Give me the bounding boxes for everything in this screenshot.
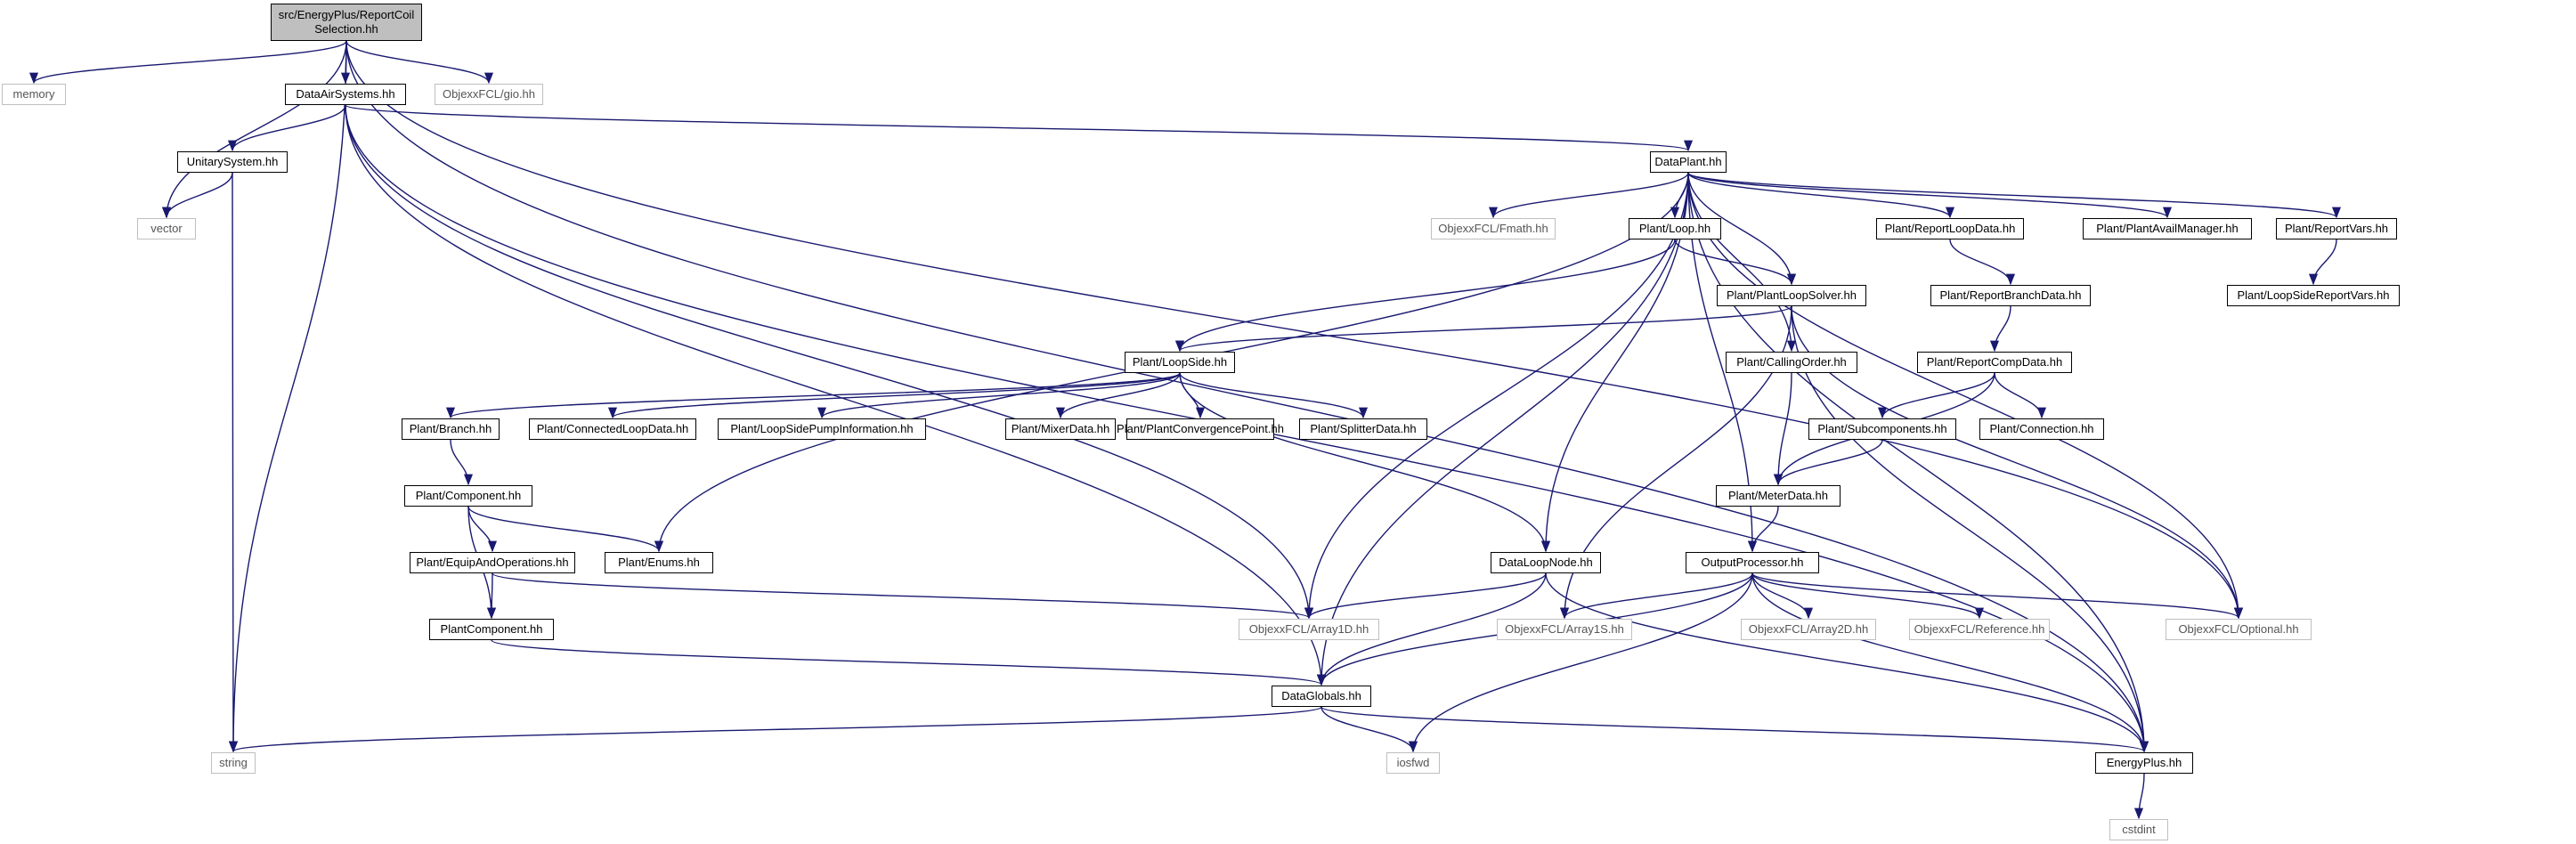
edge-dataplant-to-reportloopdata: [1687, 172, 1954, 219]
edge-subcomponents-to-meterdata: [1774, 439, 1883, 486]
node-dataglobals[interactable]: DataGlobals.hh: [1272, 686, 1371, 707]
edge-loopside-to-loopsidepumpinformation: [817, 372, 1181, 419]
node-root[interactable]: src/EnergyPlus/ReportCoil Selection.hh: [271, 4, 422, 41]
edge-reportbranchdata-to-reportcompdata: [1989, 305, 2011, 353]
node-array1d[interactable]: ObjexxFCL/Array1D.hh: [1239, 619, 1379, 640]
node-component[interactable]: Plant/Component.hh: [404, 485, 532, 507]
edge-dataloopnode-to-dataglobals: [1317, 572, 1547, 686]
edge-meterdata-to-outputprocessor: [1747, 506, 1779, 553]
edge-plantloop-to-loopside: [1175, 239, 1676, 353]
node-connection[interactable]: Plant/Connection.hh: [1979, 418, 2104, 440]
edge-loopside-to-branch: [446, 372, 1181, 419]
node-equipandoperations[interactable]: Plant/EquipAndOperations.hh: [410, 552, 575, 573]
edge-plantloopsolver-to-loopside: [1175, 305, 1792, 353]
node-reportloopdata[interactable]: Plant/ReportLoopData.hh: [1876, 218, 2024, 239]
node-outputprocessor[interactable]: OutputProcessor.hh: [1686, 552, 1819, 573]
node-fmath[interactable]: ObjexxFCL/Fmath.hh: [1431, 218, 1556, 239]
node-reportbranchdata[interactable]: Plant/ReportBranchData.hh: [1930, 285, 2091, 306]
node-plantavailmanager[interactable]: Plant/PlantAvailManager.hh: [2083, 218, 2252, 239]
edge-dataairsystems-to-array1d: [345, 104, 1313, 620]
node-reportcompdata[interactable]: Plant/ReportCompData.hh: [1917, 352, 2072, 373]
node-plantconvergencepoint[interactable]: Plant/PlantConvergencePoint.hh: [1117, 418, 1284, 440]
edge-callingorder-to-meterdata: [1773, 372, 1792, 486]
node-plantloopsolver[interactable]: Plant/PlantLoopSolver.hh: [1717, 285, 1866, 306]
edge-equipandoperations-to-array1d: [492, 572, 1313, 620]
edge-root-to-memory: [29, 40, 347, 85]
node-string[interactable]: string: [211, 752, 256, 774]
edge-plantloop-to-plantloopsolver: [1674, 239, 1796, 286]
node-loopsidepumpinformation[interactable]: Plant/LoopSidePumpInformation.hh: [718, 418, 926, 440]
edge-dataloopnode-to-array1d: [1304, 572, 1547, 620]
node-vector[interactable]: vector: [137, 218, 196, 239]
edge-outputprocessor-to-reference: [1751, 572, 1984, 620]
edge-dataplant-to-dataglobals: [1316, 172, 1689, 686]
edge-reportcompdata-to-subcomponents: [1878, 372, 1995, 419]
edge-dataglobals-to-string: [229, 706, 1322, 753]
edge-dataplant-to-energyplus: [1687, 172, 2149, 753]
edge-outputprocessor-to-energyplus: [1751, 572, 2149, 753]
edge-dataplant-to-fmath: [1489, 172, 1689, 219]
node-loopside[interactable]: Plant/LoopSide.hh: [1125, 352, 1235, 373]
edge-unitarysystem-to-string: [228, 172, 239, 753]
node-unitarysystem[interactable]: UnitarySystem.hh: [177, 151, 288, 173]
node-iosfwd[interactable]: iosfwd: [1386, 752, 1440, 774]
edge-outputprocessor-to-array2d: [1751, 572, 1814, 620]
edge-dataplant-to-reportvars: [1687, 172, 2341, 219]
edge-dataplant-to-plantavailmanager: [1687, 172, 2172, 219]
edge-energyplus-to-cstdint: [2133, 773, 2145, 820]
edge-plantcomponent-to-dataglobals: [491, 639, 1326, 686]
edge-dataplant-to-optional: [1687, 172, 2244, 620]
node-gio[interactable]: ObjexxFCL/gio.hh: [435, 84, 543, 105]
node-reference[interactable]: ObjexxFCL/Reference.hh: [1909, 619, 2050, 640]
edge-root-to-vector: [161, 40, 347, 219]
node-callingorder[interactable]: Plant/CallingOrder.hh: [1726, 352, 1857, 373]
edge-branch-to-component: [450, 439, 474, 486]
node-dataairsystems[interactable]: DataAirSystems.hh: [285, 84, 406, 105]
edge-loopside-to-connectedloopdata: [608, 372, 1181, 419]
node-dataplant[interactable]: DataPlant.hh: [1650, 151, 1727, 173]
node-memory[interactable]: memory: [2, 84, 66, 105]
node-plantcomponent[interactable]: PlantComponent.hh: [429, 619, 554, 640]
edge-plantloopsolver-to-energyplus: [1791, 305, 2149, 753]
edge-loopside-to-dataloopnode: [1179, 372, 1550, 553]
edge-component-to-enums: [467, 506, 663, 553]
edge-root-to-gio: [345, 40, 493, 85]
edge-reportvars-to-loopsidereportvars: [2308, 239, 2337, 286]
edge-dataairsystems-to-unitarysystem: [228, 104, 346, 152]
edge-outputprocessor-to-iosfwd: [1409, 572, 1753, 753]
node-reportvars[interactable]: Plant/ReportVars.hh: [2276, 218, 2397, 239]
edge-outputprocessor-to-optional: [1751, 572, 2243, 620]
node-optional[interactable]: ObjexxFCL/Optional.hh: [2166, 619, 2312, 640]
node-subcomponents[interactable]: Plant/Subcomponents.hh: [1808, 418, 1956, 440]
node-connectedloopdata[interactable]: Plant/ConnectedLoopData.hh: [529, 418, 696, 440]
node-array2d[interactable]: ObjexxFCL/Array2D.hh: [1741, 619, 1876, 640]
edge-dataloopnode-to-energyplus: [1545, 572, 2149, 753]
edge-dataplant-to-callingorder: [1687, 172, 1797, 353]
edge-outputprocessor-to-array1s: [1560, 572, 1753, 620]
edge-dataglobals-to-energyplus: [1321, 706, 2149, 753]
node-dataloopnode[interactable]: DataLoopNode.hh: [1491, 552, 1601, 573]
edge-reportloopdata-to-reportbranchdata: [1949, 239, 2016, 286]
edge-unitarysystem-to-vector: [161, 172, 233, 219]
node-array1s[interactable]: ObjexxFCL/Array1S.hh: [1497, 619, 1632, 640]
node-mixerdata[interactable]: Plant/MixerData.hh: [1005, 418, 1116, 440]
node-enums[interactable]: Plant/Enums.hh: [605, 552, 713, 573]
edge-dataairsystems-to-dataplant: [345, 104, 1693, 152]
edge-loopside-to-splitterdata: [1179, 372, 1368, 419]
edge-root-to-string: [228, 40, 347, 753]
edge-loopside-to-mixerdata: [1056, 372, 1181, 419]
edge-root-to-optional: [345, 40, 2243, 620]
node-meterdata[interactable]: Plant/MeterData.hh: [1716, 485, 1841, 507]
node-energyplus[interactable]: EnergyPlus.hh: [2095, 752, 2193, 774]
node-cstdint[interactable]: cstdint: [2109, 819, 2168, 840]
edge-dataplant-to-plantloopsolver: [1687, 172, 1797, 286]
node-loopsidereportvars[interactable]: Plant/LoopSideReportVars.hh: [2227, 285, 2400, 306]
edge-dataglobals-to-iosfwd: [1321, 706, 1418, 753]
edge-reportcompdata-to-connection: [1994, 372, 2047, 419]
node-splitterdata[interactable]: Plant/SplitterData.hh: [1299, 418, 1427, 440]
node-branch[interactable]: Plant/Branch.hh: [402, 418, 500, 440]
node-plantloop[interactable]: Plant/Loop.hh: [1629, 218, 1721, 239]
